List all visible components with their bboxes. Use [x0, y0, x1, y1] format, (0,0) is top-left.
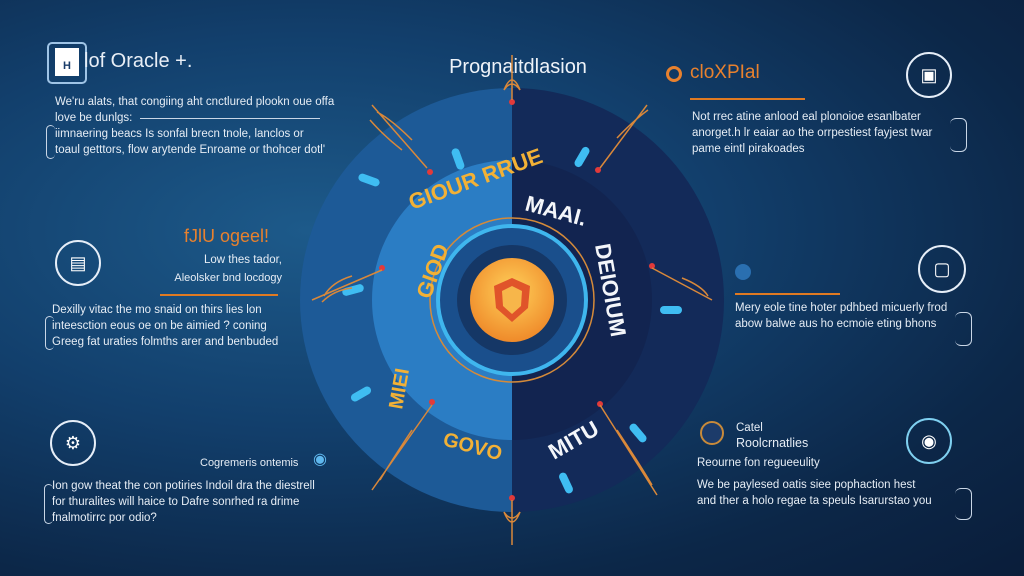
bottom-right-sub: Reourne fon regueeulity	[697, 457, 820, 469]
bottom-right-heading: Roolcrnatlies	[736, 436, 809, 450]
mid-left-heading: fJlU ogeel!	[184, 226, 270, 246]
monitor-icon: ▣	[906, 52, 952, 98]
document-icon: ▤	[55, 240, 101, 286]
top-right-line: Not rrec atine anlood eal plonoioe esanl…	[692, 111, 921, 123]
mid-left-line: Greeg fat uraties folmths arer and benbu…	[52, 336, 279, 348]
target-icon	[666, 66, 682, 82]
camera-icon: ◉	[313, 451, 327, 468]
mid-left-line: inteesction eous oe on be aimied ? conin…	[52, 320, 267, 332]
page-title: Prognaitdlasion	[449, 56, 587, 78]
bottom-left-heading: Cogremeris ontemis	[200, 457, 299, 469]
bottom-right-line: We be paylesed oatis siee pophaction hes…	[697, 479, 916, 491]
central-wheel: GIOUR RRUE GIOD MIEI GOVO MAAI. DEIOIUM …	[300, 55, 724, 545]
mid-left-line: Dexilly vitac the mo snaid on thirs lies…	[52, 304, 262, 316]
globe-icon	[700, 421, 724, 445]
tick-marks	[342, 146, 682, 494]
camera-shield-icon: ◉	[906, 418, 952, 464]
top-left-heading: lof Oracle +.	[84, 50, 193, 72]
mid-left-sub: Aleolsker bnd locdogy	[174, 272, 282, 284]
oracle-logo-icon: H	[47, 42, 87, 84]
feather-ornaments	[311, 55, 713, 545]
top-right-line: anorget.h lr eaiar ao the orrpestiest fa…	[692, 127, 933, 139]
bottom-right-line: and ther a holo regae ta speuls Isarurst…	[697, 495, 932, 507]
top-right-heading: cloXPIal	[690, 62, 760, 83]
top-right-line: pame eintl pirakoades	[692, 143, 805, 155]
mid-right-line: Mery eole tine hoter pdhbed micuerly fro…	[735, 302, 948, 314]
bottom-left-line: Ion gow theat the con potiries Indoil dr…	[52, 480, 315, 492]
chart-badge-icon	[735, 264, 751, 280]
top-left-line: love be dunlgs:	[55, 112, 133, 124]
red-markers	[379, 99, 655, 501]
bottom-left-line: for thuralites will haice to Dafre sonrh…	[52, 496, 300, 508]
briefcase-icon: ▢	[918, 245, 966, 293]
bottom-left-line: fnalmotirrc por odio?	[52, 512, 157, 524]
top-left-line: toaul getttors, flow arytende Enroame or…	[55, 144, 326, 156]
bottom-right-heading: Catel	[736, 422, 763, 434]
gear-network-icon: ⚙	[50, 420, 96, 466]
mid-right-line: abow balwe aus ho ecmoie eting bhons	[735, 318, 937, 330]
top-left-line: We'ru alats, that congiing aht cnctlured…	[55, 96, 335, 108]
mid-left-sub: Low thes tador,	[204, 254, 282, 266]
top-left-line: iimnaering beacs Is sonfal brecn tnole, …	[55, 128, 304, 140]
